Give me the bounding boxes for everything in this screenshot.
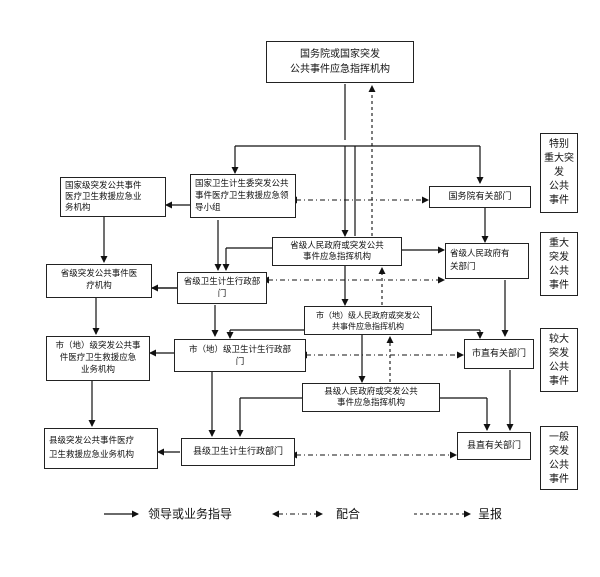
nhc-leading-group-box: 国家卫生计生委突发公共 事件医疗卫生救援应急领 导小组 [190, 174, 296, 218]
level-serious-box: 重大 突发 公共 事件 [540, 232, 578, 296]
level-extra-serious-box: 特别 重大突发 公共 事件 [540, 133, 578, 213]
level-general-box: 一般 突发 公共 事件 [540, 426, 578, 490]
county-government-command-box: 县级人民政府或突发公共 事件应急指挥机构 [302, 383, 440, 412]
legend-report-label: 呈报 [478, 507, 503, 521]
legend-lead-label: 领导或业务指导 [148, 507, 233, 521]
city-rescue-agency-box: 市（地）级突发公共事 件医疗卫生救援应急 业务机构 [46, 336, 150, 381]
provincial-government-departments-box: 省级人民政府有 关部门 [445, 243, 529, 279]
county-health-department-box: 县级卫生计生行政部门 [181, 438, 295, 466]
state-council-departments-box: 国务院有关部门 [429, 186, 531, 208]
county-rescue-agency-box: 县级突发公共事件医疗 卫生救援应急业务机构 [44, 428, 158, 469]
level-major-box: 较大 突发 公共 事件 [540, 328, 578, 392]
city-departments-box: 市直有关部门 [464, 339, 534, 369]
county-departments-box: 县直有关部门 [457, 432, 531, 460]
city-government-command-box: 市（地）级人民政府或突发公 共事件应急指挥机构 [304, 306, 432, 335]
provincial-government-command-box: 省级人民政府或突发公共 事件应急指挥机构 [272, 237, 402, 266]
state-council-box: 国务院或国家突发 公共事件应急指挥机构 [266, 41, 414, 83]
national-rescue-agency-box: 国家级突发公共事件 医疗卫生救援应急业 务机构 [60, 177, 166, 217]
legend-cooperate-label: 配合 [336, 507, 361, 521]
provincial-rescue-agency-box: 省级突发公共事件医 疗机构 [46, 264, 152, 298]
city-health-department-box: 市（地）级卫生计生行政部 门 [174, 339, 306, 372]
provincial-health-department-box: 省级卫生计生行政部 门 [177, 272, 267, 304]
